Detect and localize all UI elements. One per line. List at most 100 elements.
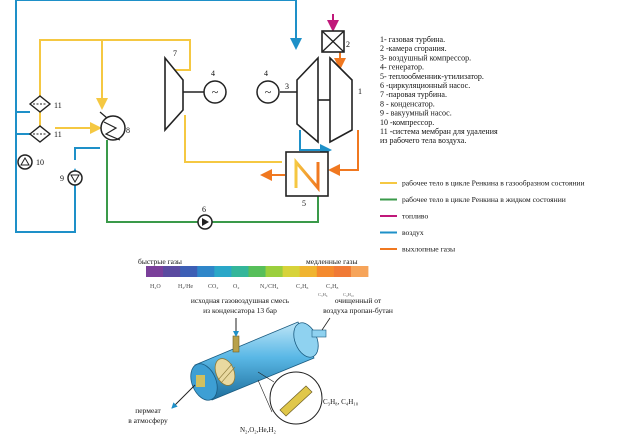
generator-a-symbol: ~ <box>212 85 219 99</box>
condenser-8 <box>99 111 126 141</box>
gas-phase-lines <box>39 39 282 163</box>
air-line-loop <box>15 0 76 233</box>
scale-segment <box>282 266 301 277</box>
fiber-wall <box>279 385 313 417</box>
label-n11a: 11 <box>54 101 62 110</box>
label-n9: 9 <box>60 174 64 183</box>
list-item: 6 -циркуляционный насос. <box>380 81 470 90</box>
gas-scale-bar <box>146 266 369 277</box>
membrane-gas-scale: быстрые газы медленные газы H₂O H₂/He CO₂ O… <box>138 257 369 297</box>
scale-segment <box>197 266 215 277</box>
air-line-pump9-to-condenser <box>74 147 100 160</box>
scale-segment <box>231 266 249 277</box>
list-item: 2 -камера сгорания. <box>380 44 447 53</box>
scale-segment <box>180 266 198 277</box>
exhaust-line-to-hx <box>328 130 359 176</box>
gas-label: H₂/He <box>178 284 193 290</box>
light-gases-label: N₂,O₂,He,H₂ <box>240 426 276 434</box>
label-n1: 1 <box>358 87 362 96</box>
list-item: 4- генератор. <box>380 63 424 72</box>
label-n8: 8 <box>126 126 130 135</box>
circulation-pump-6 <box>197 214 213 230</box>
hydrocarbons-label: C₃H₈, C₄H₁₀ <box>323 398 359 406</box>
vacuum-pump-9 <box>67 170 83 186</box>
legend-label: рабочее тело в цикле Ренкина в газообраз… <box>402 179 585 188</box>
label-n2: 2 <box>346 40 350 49</box>
label-n5: 5 <box>302 199 306 208</box>
scale-segment <box>350 266 369 277</box>
permeate-line1: пермеат <box>135 406 161 415</box>
list-item: 1- газовая турбина. <box>380 35 445 44</box>
module-outlet-nozzle <box>311 329 327 338</box>
gas-label: C₃H₈ <box>326 284 339 290</box>
component-description-list: 1- газовая турбина.2 -камера сгорания.3-… <box>380 35 498 145</box>
liquid-line-pump-to-hx <box>212 198 319 223</box>
membrane-11b <box>28 125 52 143</box>
scale-segment <box>248 266 266 277</box>
scale-segment <box>265 266 284 277</box>
exhaust-lines <box>260 52 359 181</box>
legend-label: выхлопные газы <box>402 245 455 254</box>
gas-label: N₂/CH₄ <box>260 284 279 290</box>
label-n6: 6 <box>202 205 206 214</box>
label-n4a: 4 <box>211 69 215 78</box>
steam-turbine-7 <box>164 55 184 133</box>
generator-b-body <box>256 80 280 104</box>
list-item: 11 -система мембран для удаления <box>380 127 498 136</box>
module-input-line1: исходная газовоздушная смесь <box>191 296 290 305</box>
list-item: из рабочего тела воздуха. <box>380 136 466 145</box>
scale-sub-b: C₄H₁₀ <box>343 292 354 297</box>
membrane-11a <box>28 95 52 113</box>
legend-label: воздух <box>402 228 424 237</box>
module-inlet-nozzle <box>232 335 240 353</box>
list-item: 8 - конденсатор. <box>380 99 435 108</box>
scale-segment <box>316 266 335 277</box>
generator-b-symbol: ~ <box>265 85 272 99</box>
gas-label: O₂ <box>233 284 239 290</box>
scale-segment <box>146 266 164 277</box>
scale-sub-a: C₃H₆ <box>318 292 328 297</box>
list-item: 5- теплообменник-утилизатор. <box>380 72 484 81</box>
label-n11b: 11 <box>54 130 62 139</box>
scale-segment <box>163 266 181 277</box>
gas-turbine-1 <box>329 56 353 144</box>
gas-label: H₂O <box>150 284 161 290</box>
label-n4b: 4 <box>264 69 268 78</box>
compressor-10 <box>17 154 33 170</box>
list-item: 9 - вакуумный насос. <box>380 109 452 118</box>
combustion-chamber-2 <box>321 30 345 53</box>
list-item: 3- воздушный компрессор. <box>380 53 471 62</box>
gas-label: CO₂ <box>208 284 218 290</box>
list-item: 10 -компрессор. <box>380 118 434 127</box>
permeate-arrow <box>171 384 196 409</box>
generator-4b: ~ <box>256 80 280 104</box>
generator-4a: ~ <box>183 80 227 104</box>
heat-exchanger-5 <box>285 151 329 197</box>
legend-label: рабочее тело в цикле Ренкина в жидком со… <box>402 195 566 204</box>
hx-coil <box>294 157 320 193</box>
permeate-line2: в атмосферу <box>128 416 168 425</box>
slow-gases-label: медленные газы <box>306 257 358 266</box>
component-numbers: 1 2 3 4 4 5 6 7 8 9 10 11 11 <box>36 40 362 214</box>
air-compressor-3 <box>296 56 319 144</box>
liquid-line-condenser-out <box>106 140 198 223</box>
module-output-line2: воздуха пропан-бутан <box>323 306 393 315</box>
gas-label: C₂H₆ <box>296 284 309 290</box>
scale-segment <box>333 266 352 277</box>
list-item: 7 -паровая турбина. <box>380 90 447 99</box>
scale-segment <box>214 266 232 277</box>
label-n3: 3 <box>285 82 289 91</box>
gas-turbine-unit <box>280 56 353 144</box>
membrane-module: исходная газовоздушная смесь из конденса… <box>128 296 393 434</box>
label-n10: 10 <box>36 158 44 167</box>
scale-segment <box>299 266 318 277</box>
legend-label: топливо <box>402 212 428 221</box>
gas-line-hx-to-turbine <box>184 115 282 163</box>
module-input-line2: из конденсатора 13 бар <box>203 306 277 315</box>
module-output-line1: очищенный от <box>335 296 382 305</box>
gas-scale-labels: H₂O H₂/He CO₂ O₂ N₂/CH₄ C₂H₆ C₃H₈ <box>150 284 339 290</box>
label-n7: 7 <box>173 49 177 58</box>
air-line-compressor-out <box>299 130 332 156</box>
fast-gases-label: быстрые газы <box>138 257 182 266</box>
